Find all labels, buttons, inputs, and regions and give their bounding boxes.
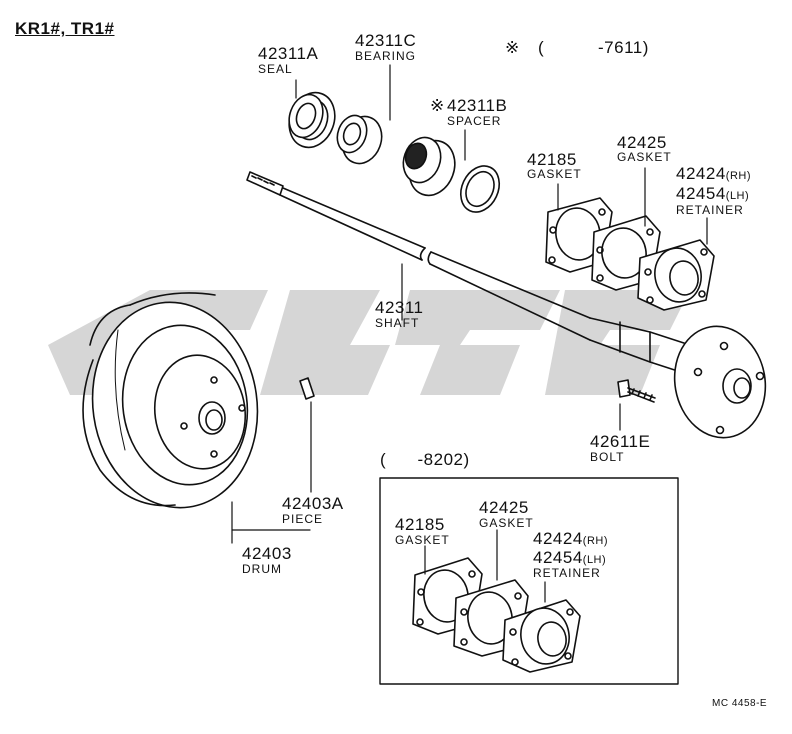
gasket-top-number: 42185 (527, 150, 577, 169)
spacer-number: 42311B (447, 96, 508, 115)
gasket-top-name: GASKET (527, 167, 582, 181)
seal-number: 42311A (258, 44, 319, 63)
gasket2-inset-name: GASKET (479, 516, 534, 530)
spacer-name: SPACER (447, 114, 502, 128)
bolt-number: 42611E (590, 432, 651, 451)
hub-bolt-part (617, 379, 656, 403)
inset-leader-lines (424, 529, 546, 603)
piece-number: 42403A (282, 494, 344, 513)
piece-name: PIECE (282, 512, 324, 526)
retainer-top-number-rh: 42424(RH) (676, 164, 751, 183)
spacer-ring-part (459, 165, 501, 213)
retainer-inset-name: RETAINER (533, 566, 601, 580)
retainer-inset-number-rh: 42424(RH) (533, 529, 608, 548)
bearing-number: 42311C (355, 31, 417, 50)
gasket2-top-name: GASKET (617, 150, 672, 164)
gasket-inset-number: 42185 (395, 515, 445, 534)
seal-name: SEAL (258, 62, 293, 76)
shaft-name: SHAFT (375, 316, 420, 330)
gasket-inset-name: GASKET (395, 533, 450, 547)
bearing-part (336, 114, 383, 165)
spacer-cup-part (402, 136, 456, 197)
gasket2-top-number: 42425 (617, 133, 667, 152)
model-codes: KR1#, TR1# (15, 19, 115, 38)
seal-part (288, 91, 336, 149)
retainer-inset-part (502, 599, 581, 673)
leader-lines (231, 64, 708, 544)
drum-name: DRUM (242, 562, 282, 576)
shaft-number: 42311 (375, 298, 424, 317)
retainer-top-name: RETAINER (676, 203, 744, 217)
drum-number: 42403 (242, 544, 292, 563)
diagram-code: MC 4458-E (712, 698, 768, 709)
axle-shaft (246, 171, 691, 376)
inset-frame (379, 477, 679, 685)
axle-flange (673, 325, 767, 439)
asterisk-range: -7611) (598, 38, 649, 57)
bolt-name: BOLT (590, 450, 625, 464)
range-open: ( (538, 38, 545, 57)
brake-drum-part (82, 292, 259, 509)
asterisk-mark: ※ (505, 38, 520, 57)
drum-piece-part (299, 377, 315, 400)
retainer-top-part (637, 239, 715, 311)
retainer-top-number-lh: 42454(LH) (676, 184, 750, 203)
bearing-name: BEARING (355, 49, 417, 63)
spacer-mark: ※ (430, 96, 445, 115)
retainer-inset-number-lh: 42454(LH) (533, 548, 607, 567)
inset-range: ( -8202) (380, 450, 470, 469)
gasket2-inset-number: 42425 (479, 498, 529, 517)
